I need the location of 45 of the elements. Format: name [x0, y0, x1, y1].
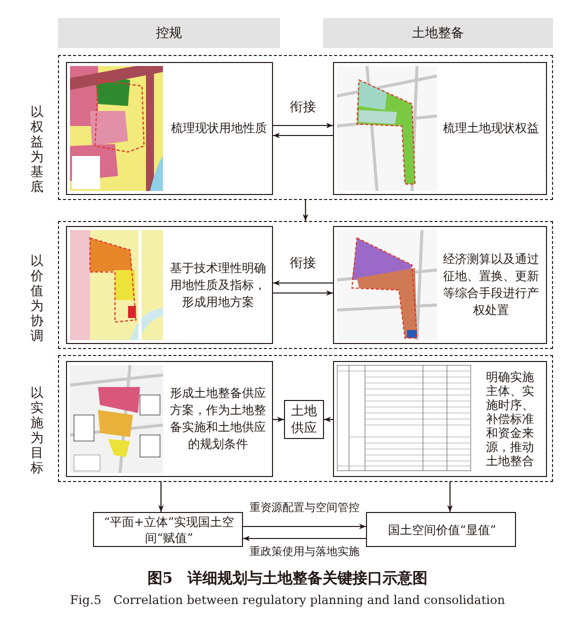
dashed-frame	[58, 221, 553, 349]
box-text: 国土空间价值“显值”	[388, 522, 496, 538]
arrow	[302, 200, 308, 221]
arrow	[447, 482, 453, 512]
dashed-frame	[58, 355, 553, 482]
edge-label: 衔接	[289, 100, 317, 114]
arrow	[273, 132, 333, 138]
box-text: 梳理土地现状权益	[443, 120, 539, 137]
box-text: 明确实施主体、实施时序、补偿标准和资金来源，推动土地整合	[485, 370, 535, 468]
side-label: 以价值为协调	[30, 254, 44, 344]
box-text: 基于技术理性明确用地性质及指标，形成用地方案	[169, 260, 267, 310]
box-text: 形成土地整备供应方案，作为土地整备实施和土地供应的规划条件	[169, 385, 267, 453]
content-box	[366, 512, 516, 547]
edge-label: 重资源配置与空间管控	[248, 500, 360, 514]
box-text: 经济测算以及通过征地、置换、更新等综合手段进行产权处置	[442, 251, 540, 319]
arrow	[273, 280, 333, 286]
arrow	[243, 536, 366, 542]
header-band	[58, 18, 280, 48]
header-band	[323, 18, 553, 48]
side-label: 以实施为目标	[30, 386, 44, 476]
content-box	[66, 62, 273, 195]
side-label: 以权益为基底	[30, 105, 44, 195]
arrow	[273, 122, 333, 128]
edge-label: 衔接	[289, 257, 317, 271]
box-text: 梳理现状用地性质	[171, 120, 267, 137]
arrow	[273, 416, 284, 422]
content-box	[333, 361, 547, 477]
header-label: 控规	[156, 25, 182, 42]
box-text: 土地供应	[290, 402, 318, 436]
content-box	[333, 226, 547, 344]
content-box	[284, 400, 324, 439]
arrow	[324, 416, 333, 422]
edge-label: 重政策使用与落地实施	[248, 544, 360, 558]
arrow	[243, 524, 366, 530]
arrow	[273, 290, 333, 296]
figure-title: 图5 详细规划与土地整备关键接口示意图	[146, 569, 429, 588]
content-box	[66, 226, 273, 344]
arrow	[158, 482, 164, 512]
header-label: 土地整备	[412, 25, 464, 42]
figure-caption: Fig.5 Correlation between regulatory planning and land consolidation	[69, 592, 506, 609]
content-box	[93, 512, 243, 547]
box-text: “平面+立体”实现国土空间“赋值”	[102, 514, 236, 546]
content-box	[333, 62, 547, 195]
content-box	[66, 361, 273, 477]
dashed-frame	[58, 55, 553, 200]
